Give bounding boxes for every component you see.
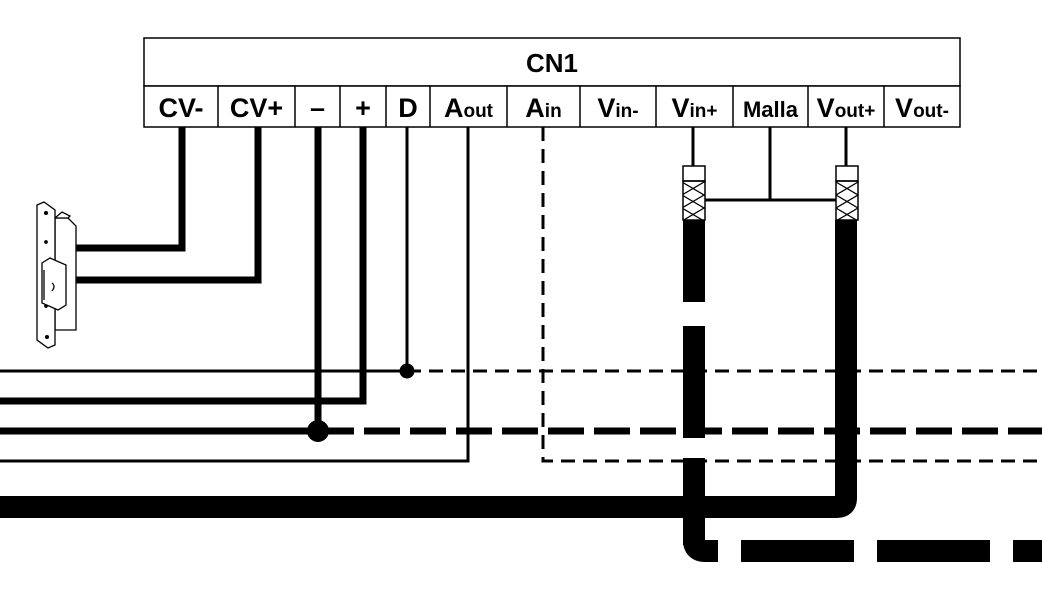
cn1-terminal-row [143, 85, 961, 128]
wire-plus [0, 127, 367, 405]
terminal-label-minus: – [310, 93, 325, 123]
coax-cable-v-out [0, 220, 857, 518]
cn1-connector: CN1 CV- CV+–+ D Aout Ain Vin- Vin+ Malla Vout+ Vo… [143, 37, 961, 128]
junction-dot-minus [307, 420, 329, 442]
wire-cv-plus [76, 127, 262, 284]
terminal-label-a-out: Aout [444, 93, 494, 123]
wire-a-in-dashed [541, 127, 1042, 463]
terminal-label-v-out-plus: Vout+ [817, 93, 876, 123]
terminal-label-d: D [398, 93, 418, 123]
cn1-title: CN1 [526, 48, 578, 78]
wire-cv-minus [76, 127, 186, 252]
terminal-label-a-in: Ain [525, 93, 561, 123]
electric-lock-icon [36, 201, 77, 349]
coax-connector-right [835, 165, 859, 221]
terminal-label-cv-minus: CV- [158, 93, 203, 123]
terminal-label-plus: + [355, 93, 371, 123]
terminal-cells: CV- CV+–+ D Aout Ain Vin- Vin+ Malla Vout+ Vout- [158, 86, 949, 127]
wires [0, 127, 1042, 562]
terminal-label-v-in-plus: Vin+ [672, 93, 718, 123]
wire-a-out [0, 127, 470, 463]
cn1-header-box [143, 37, 961, 87]
coax-connector-left [682, 165, 706, 221]
junction-dot-d [399, 363, 415, 379]
terminal-label-cv-plus: CV+ [230, 93, 283, 123]
terminal-label-malla: Malla [743, 97, 799, 122]
coax-cable-v-in-corner [683, 539, 718, 562]
terminal-label-v-out-minus: Vout- [895, 93, 949, 123]
terminal-label-v-in-minus: Vin- [597, 93, 638, 123]
